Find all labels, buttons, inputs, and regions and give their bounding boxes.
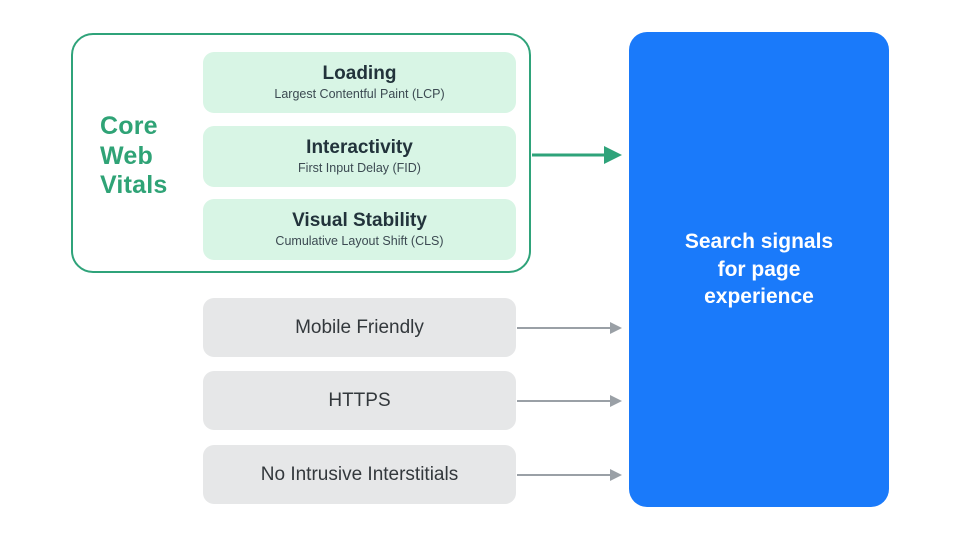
signal-box-mobile-friendly: Mobile Friendly <box>203 298 516 357</box>
metric-card-loading: Loading Largest Contentful Paint (LCP) <box>203 52 516 113</box>
metric-subtitle: Cumulative Layout Shift (CLS) <box>275 234 444 249</box>
metric-title: Visual Stability <box>292 210 427 232</box>
metric-title: Interactivity <box>306 137 413 159</box>
metric-subtitle: First Input Delay (FID) <box>298 161 421 176</box>
metric-card-visual-stability: Visual Stability Cumulative Layout Shift… <box>203 199 516 260</box>
metric-subtitle: Largest Contentful Paint (LCP) <box>274 87 445 102</box>
signal-box-https: HTTPS <box>203 371 516 430</box>
search-signals-panel: Search signals for page experience <box>629 32 889 507</box>
signal-box-no-intrusive-interstitials: No Intrusive Interstitials <box>203 445 516 504</box>
metric-card-interactivity: Interactivity First Input Delay (FID) <box>203 126 516 187</box>
search-signals-label: Search signals for page experience <box>684 229 834 309</box>
signal-label: No Intrusive Interstitials <box>260 463 459 485</box>
core-web-vitals-group <box>71 33 531 273</box>
signal-label: HTTPS <box>328 389 391 411</box>
core-web-vitals-label: Core Web Vitals <box>100 112 168 199</box>
signal-label: Mobile Friendly <box>295 316 424 338</box>
metric-title: Loading <box>322 63 397 85</box>
